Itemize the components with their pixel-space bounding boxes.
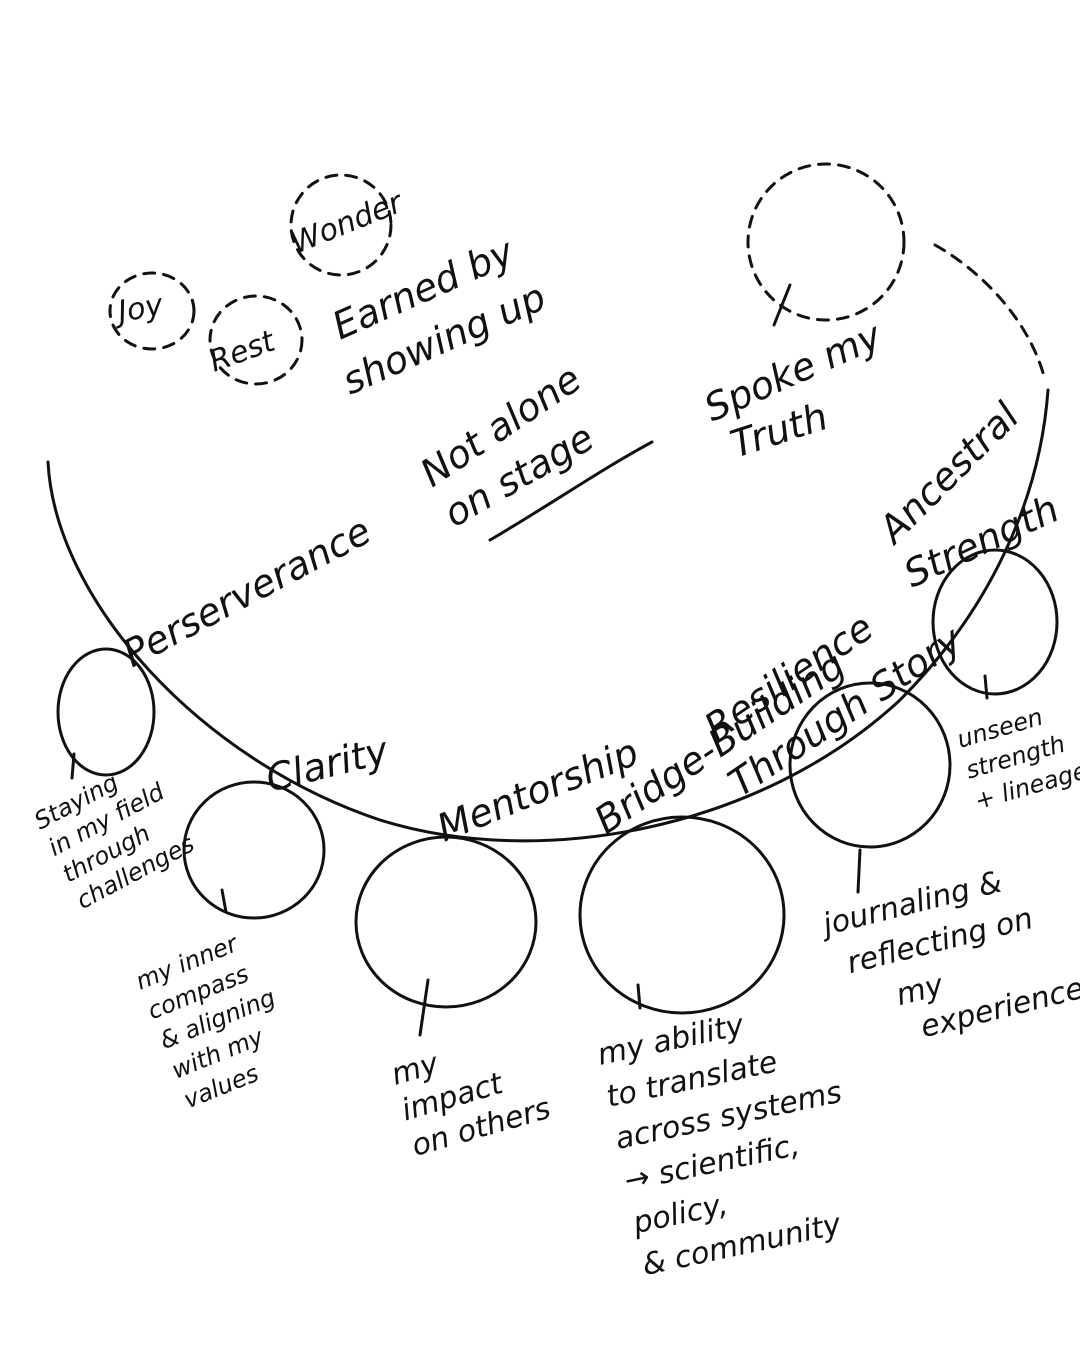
arc-dashed-extension (933, 243, 1047, 382)
underline-stroke (488, 440, 654, 542)
virtue-perserverance: Perserverance (116, 509, 378, 676)
virtue-clarity: Clarity (262, 728, 393, 801)
circle-spoke-truth (746, 162, 906, 322)
tick-spoke-truth (772, 283, 792, 327)
desc-unseen: unseen strength + lineage (954, 703, 1080, 816)
tick-compass (220, 888, 228, 914)
word-wonder: Wonder (286, 185, 409, 262)
bead-unseen (931, 548, 1059, 696)
bead-staying (56, 647, 156, 777)
tick-journaling (856, 848, 862, 894)
circle-joy (108, 271, 196, 351)
bead-impact (354, 835, 538, 1009)
tick-translate (636, 983, 642, 1010)
word-rest: Rest (205, 323, 281, 379)
bead-translate (578, 815, 786, 1015)
circle-wonder (289, 173, 393, 277)
desc-impact: my impact on others (388, 1046, 555, 1164)
tick-impact (418, 978, 430, 1037)
desc-compass: my inner compass & aligning with my valu… (132, 929, 280, 1114)
desc-journaling: journaling & reflecting on my experience (816, 865, 1080, 1046)
word-joy: Joy (110, 287, 167, 330)
tick-staying (70, 752, 76, 780)
bead-compass (182, 780, 326, 920)
circle-rest (208, 294, 304, 386)
desc-translate: my ability to translate across systems →… (594, 1007, 845, 1283)
bead-journaling (788, 681, 952, 849)
necklace-arc (46, 388, 1050, 843)
tick-unseen (983, 674, 989, 700)
